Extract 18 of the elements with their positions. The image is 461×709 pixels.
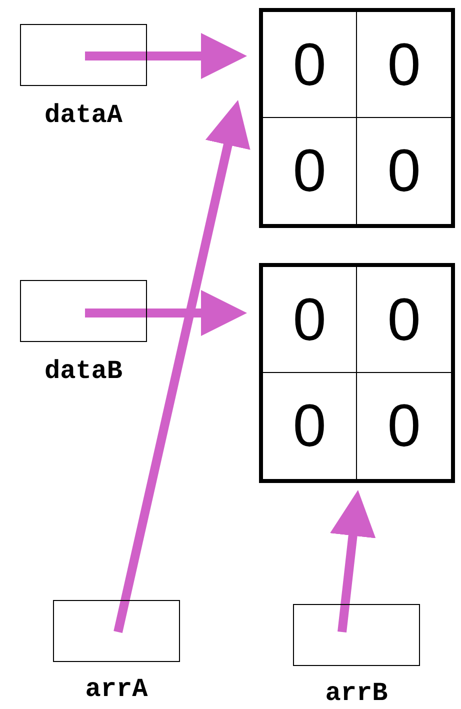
variable-name: arrA — [85, 674, 148, 704]
matrix-value: 0 — [357, 267, 451, 373]
variable-name: dataB — [44, 356, 122, 386]
matrix-value: 0 — [357, 118, 451, 224]
arrow — [85, 33, 247, 79]
arrow — [330, 490, 376, 632]
arrow — [114, 100, 250, 633]
matrix-value: 0 — [263, 118, 357, 224]
matrix-value: 0 — [263, 12, 357, 118]
matrix-grid — [259, 8, 455, 228]
variable-name: arrB — [325, 678, 388, 708]
arrow — [85, 290, 247, 336]
matrix-value: 0 — [263, 267, 357, 373]
matrix-value: 0 — [357, 12, 451, 118]
matrix-grid — [259, 263, 455, 483]
matrix-value: 0 — [263, 373, 357, 479]
matrix-value: 0 — [357, 373, 451, 479]
variable-name: dataA — [44, 100, 122, 130]
